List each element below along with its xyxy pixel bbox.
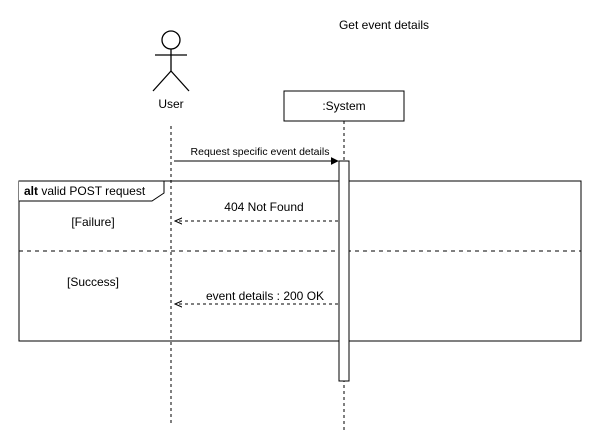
diagram-title: Get event details: [339, 18, 429, 32]
user-actor-label: User: [158, 97, 183, 111]
alt-fragment-tab: [19, 180, 165, 202]
system-activation-bar: [338, 160, 350, 382]
success-response-label: event details : 200 OK: [206, 289, 324, 303]
alt-operator: alt: [24, 184, 38, 198]
request-message-label: Request specific event details: [191, 146, 330, 158]
failure-response-label: 404 Not Found: [224, 200, 303, 214]
system-participant-box: [283, 90, 405, 122]
guard-success: [Success]: [67, 275, 119, 289]
alt-fragment-frame: [18, 180, 582, 342]
alt-condition: valid POST request: [41, 184, 145, 198]
guard-failure: [Failure]: [71, 215, 114, 229]
alt-fragment-label: alt valid POST request: [24, 184, 146, 198]
system-participant-label: :System: [322, 99, 365, 113]
user-actor-icon: [152, 30, 190, 92]
